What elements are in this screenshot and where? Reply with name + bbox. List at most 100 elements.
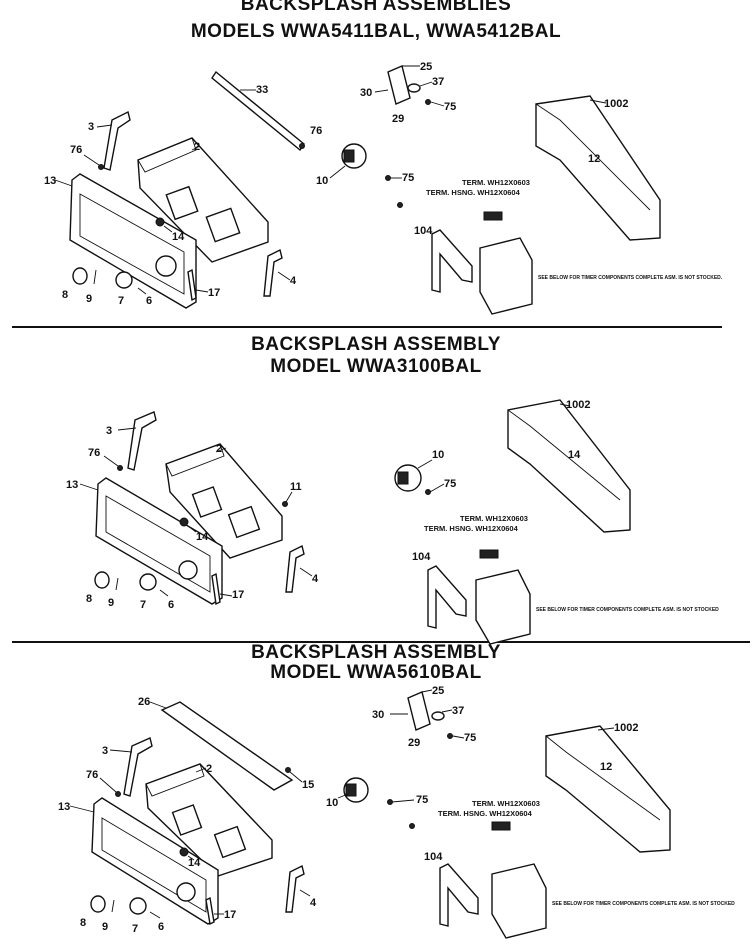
s2-label-term: TERM. WH12X0603 (460, 514, 528, 523)
part-17-rod (187, 268, 197, 302)
terminal-housing (483, 211, 503, 221)
s2-part-8-knob (94, 571, 110, 589)
section-divider-1 (12, 326, 722, 328)
s3-part-17-rod (205, 896, 215, 926)
s1-label-25: 25 (420, 61, 432, 73)
section2-drawing (79, 399, 631, 645)
part-14-knob (155, 217, 165, 227)
s3-label-10: 10 (326, 797, 338, 809)
s1-label-7: 7 (118, 295, 124, 307)
s1-label-33: 33 (256, 84, 268, 96)
s2-part-104-bracket (427, 565, 467, 629)
s2-label-8: 8 (86, 593, 92, 605)
s3-note: SEE BELOW FOR TIMER COMPONENTS COMPLETE … (552, 901, 735, 907)
s2-label-term-hsng: TERM. HSNG. WH12X0604 (424, 524, 519, 533)
s2-label-13: 13 (66, 479, 78, 491)
s3-label-29: 29 (408, 737, 420, 749)
s3-label-term: TERM. WH12X0603 (472, 799, 540, 808)
s1-label-29: 29 (392, 113, 404, 125)
s3-terminal-housing (491, 821, 511, 831)
part-76-screw (299, 143, 305, 149)
s3-label-8: 8 (80, 917, 86, 929)
s1-label-6: 6 (146, 295, 152, 307)
section3-title-line1: BACKSPLASH ASSEMBLY (251, 642, 501, 663)
section2-callouts: 1002 3 2 76 14 10 11 75 13 TERM. WH12X06… (66, 399, 719, 613)
s3-part-3-bracket (123, 737, 153, 797)
s3-label-term-hsng: TERM. HSNG. WH12X0604 (438, 809, 533, 818)
part-30-switch (387, 65, 411, 105)
s2-label-3: 3 (106, 425, 112, 437)
s2-terminal-housing (479, 549, 499, 559)
s2-label-6: 6 (168, 599, 174, 611)
s3-label-7: 7 (132, 923, 138, 935)
s1-label-9: 9 (86, 293, 92, 305)
section3-callouts: 25 26 37 30 75 29 1002 3 2 15 12 76 10 7… (58, 685, 735, 935)
s3-label-17: 17 (224, 909, 236, 921)
section3-drawing (69, 689, 671, 939)
section1-drawing (54, 65, 661, 315)
s3-label-2: 2 (206, 763, 212, 775)
section-divider-2 (12, 641, 750, 643)
s2-label-14b: 14 (196, 531, 209, 543)
s3-part-104-bracket (439, 863, 479, 927)
s1-label-14: 14 (172, 231, 185, 243)
s2-label-17: 17 (232, 589, 244, 601)
s2-label-2: 2 (216, 443, 222, 455)
s3-label-4: 4 (310, 897, 317, 909)
part-1002-backsplash (535, 95, 661, 241)
s3-label-14: 14 (188, 857, 201, 869)
s3-part-4-bracket (285, 864, 305, 913)
s2-part-17-rod (211, 572, 221, 606)
s2-label-76: 76 (88, 447, 100, 459)
s3-label-6: 6 (158, 921, 164, 933)
s2-label-9: 9 (108, 597, 114, 609)
s3-label-9: 9 (102, 921, 108, 933)
s1-label-30: 30 (360, 87, 372, 99)
timer-module (479, 237, 533, 315)
section1-title-line1: BACKSPLASH ASSEMBLIES (240, 0, 512, 15)
s1-label-75a: 75 (444, 101, 456, 113)
s2-part-4-bracket (285, 544, 305, 593)
s2-part-3-bracket (127, 411, 157, 471)
s3-label-13: 13 (58, 801, 70, 813)
part-7-knob (115, 271, 133, 289)
s1-label-76a: 76 (70, 144, 82, 156)
s1-label-104: 104 (414, 225, 433, 237)
s3-part-26-cover (160, 701, 294, 791)
s3-timer-module (491, 863, 547, 939)
s3-part-8-knob (90, 895, 106, 913)
section2-title-line1: BACKSPLASH ASSEMBLY (251, 334, 501, 355)
s1-label-13: 13 (44, 175, 56, 187)
section2-title-line2: MODEL WWA3100BAL (270, 356, 482, 377)
s1-label-10: 10 (316, 175, 328, 187)
s2-timer-module (475, 569, 531, 645)
s1-label-37: 37 (432, 76, 444, 88)
s3-label-1002: 1002 (614, 722, 638, 734)
s3-label-75b: 75 (416, 794, 428, 806)
s1-label-17: 17 (208, 287, 220, 299)
s2-part-7-knob (139, 573, 157, 591)
part-4-bracket (263, 248, 283, 297)
s3-label-104: 104 (424, 851, 443, 863)
s2-label-4: 4 (312, 573, 319, 585)
section1-title-line2: MODELS WWA5411BAL, WWA5412BAL (190, 21, 562, 42)
s2-label-7: 7 (140, 599, 146, 611)
s2-label-75: 75 (444, 478, 456, 490)
s2-part-11-screw (282, 501, 288, 507)
s2-note: SEE BELOW FOR TIMER COMPONENTS COMPLETE … (536, 607, 719, 613)
s3-label-25: 25 (432, 685, 444, 697)
s1-note: SEE BELOW FOR TIMER COMPONENTS COMPLETE … (538, 275, 723, 281)
part-3-bracket (103, 110, 131, 171)
s2-part-1002-backsplash (507, 399, 631, 533)
s3-label-15: 15 (302, 779, 314, 791)
s3-part-1002-backsplash (545, 725, 671, 853)
part-8-knob (72, 267, 88, 285)
s1-label-2: 2 (194, 141, 200, 153)
s3-label-37: 37 (452, 705, 464, 717)
s1-label-12: 12 (588, 153, 600, 165)
s3-label-75a: 75 (464, 732, 476, 744)
s3-label-30: 30 (372, 709, 384, 721)
s2-label-11: 11 (290, 481, 302, 493)
s3-label-26: 26 (138, 696, 150, 708)
